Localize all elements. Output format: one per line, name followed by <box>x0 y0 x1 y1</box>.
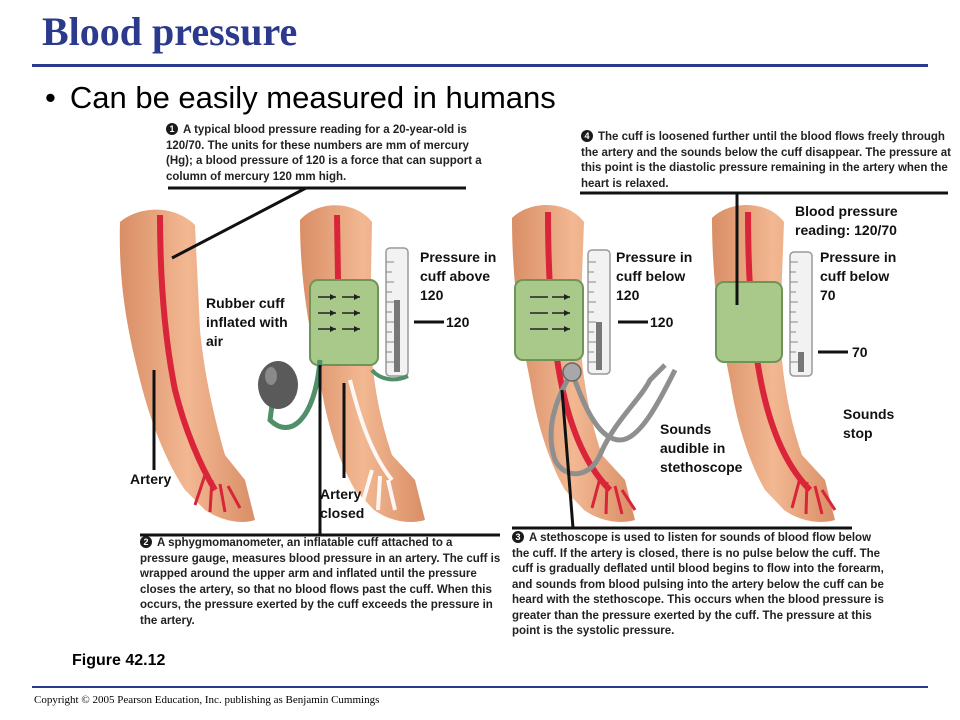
arm-3 <box>512 204 678 522</box>
cuff-2 <box>309 279 379 366</box>
arm-4 <box>712 204 837 522</box>
arm-1 <box>119 209 255 522</box>
figure-caption: Figure 42.12 <box>72 652 166 669</box>
title-rule <box>32 64 928 67</box>
step-4-number: 4 <box>581 130 593 142</box>
stethoscope <box>548 363 678 477</box>
label-pressure-below-120: Pressure in cuff below 120 <box>616 249 693 303</box>
leader-lines <box>140 186 948 537</box>
label-artery: Artery <box>130 471 172 487</box>
bullet-point: • Can be easily measured in humans <box>45 80 556 116</box>
bullet-text: Can be easily measured in humans <box>69 80 556 115</box>
inflation-bulb <box>258 361 298 409</box>
label-rubber-cuff: Rubber cuff inflated with air <box>206 295 288 349</box>
bullet-dot: • <box>45 80 56 115</box>
artery-1 <box>157 214 218 492</box>
cuff-4 <box>715 281 783 363</box>
label-sounds-stop: Sounds stop <box>843 406 895 441</box>
copyright: Copyright © 2005 Pearson Education, Inc.… <box>34 694 380 706</box>
footer-rule <box>32 686 928 688</box>
step-2-number: 2 <box>140 536 152 548</box>
label-pressure-below-70: Pressure in cuff below 70 <box>820 249 897 303</box>
arm-2 <box>258 205 425 522</box>
value-120-cuff-2: 120 <box>446 314 470 330</box>
cuff-3 <box>514 279 584 361</box>
label-pressure-above-120: Pressure in cuff above 120 <box>420 249 497 303</box>
value-70-cuff-4: 70 <box>852 344 868 360</box>
label-artery-closed: Artery closed <box>320 486 365 521</box>
step-1-number: 1 <box>166 123 178 135</box>
label-sounds-audible: Sounds audible in stethoscope <box>660 421 743 475</box>
value-120-cuff-3: 120 <box>650 314 674 330</box>
hose <box>267 359 323 430</box>
label-bp-reading: Blood pressure reading: 120/70 <box>795 203 898 238</box>
slide-title: Blood pressure <box>42 9 298 54</box>
manometer-4 <box>789 251 813 377</box>
artery-4 <box>745 211 813 493</box>
step-3-number: 3 <box>512 531 524 543</box>
